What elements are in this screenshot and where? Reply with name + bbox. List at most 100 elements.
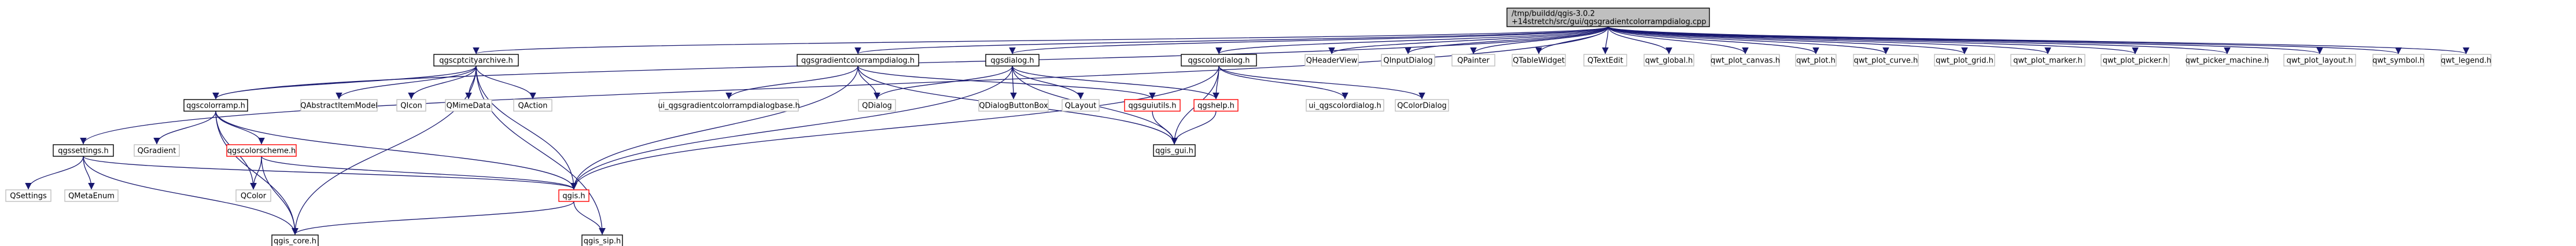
node-label-QIcon: QIcon (400, 102, 422, 111)
edge-root-to-qgssettings (80, 26, 1609, 145)
node-label-qwt_plot_grid: qwt_plot_grid.h (1936, 57, 1993, 65)
edge-qgscolordialog-to-QColorDialog (1218, 65, 1425, 100)
node-qwt_plot_curve[interactable]: qwt_plot_curve.h (1853, 54, 1919, 67)
node-label-QGradient: QGradient (138, 147, 176, 156)
edge-qgscptcityarchive-to-QIcon (408, 65, 477, 100)
node-QColor[interactable]: QColor (235, 189, 271, 202)
node-label-QDialog: QDialog (862, 102, 892, 111)
node-qgis[interactable]: qgis.h (558, 189, 589, 202)
node-box-QDialog (858, 99, 896, 112)
node-box-qgshelp (1193, 99, 1239, 112)
node-box-qgscolordialog (1181, 54, 1257, 67)
node-QMetaEnum[interactable]: QMetaEnum (64, 189, 119, 202)
node-QColorDialog[interactable]: QColorDialog (1395, 99, 1449, 112)
edge-qgscptcityarchive-to-QAbstractItemModel (336, 65, 477, 100)
root-file-path-line-1: /tmp/buildd/qgis-3.0.2 (1512, 10, 1595, 19)
node-qgsgradientcolorrampdialog[interactable]: qgsgradientcolorrampdialog.h (797, 54, 919, 67)
node-label-QAbstractItemModel: QAbstractItemModel (300, 102, 377, 111)
node-qwt_plot_canvas[interactable]: qwt_plot_canvas.h (1711, 54, 1780, 67)
node-QMimeData[interactable]: QMimeData (445, 99, 492, 112)
edge-root-to-qgsgradientcolorrampdialog (854, 26, 1609, 54)
edge-qgis-to-qgis_sip (573, 201, 606, 235)
node-qgsdialog[interactable]: qgsdialog.h (985, 54, 1040, 67)
node-label-QDialogButtonBox: QDialogButtonBox (979, 102, 1048, 111)
node-ui_qgsgradientcolorrampdialogbase[interactable]: ui_qgsgradientcolorrampdialogbase.h (658, 99, 800, 112)
node-label-qwt_plot_curve: qwt_plot_curve.h (1854, 57, 1918, 65)
node-qwt_global[interactable]: qwt_global.h (1643, 54, 1694, 67)
node-qgssettings[interactable]: qgssettings.h (53, 144, 114, 157)
node-QLayout[interactable]: QLayout (1062, 99, 1100, 112)
node-QTableWidget[interactable]: QTableWidget (1512, 54, 1566, 67)
node-box-QMetaEnum (64, 189, 119, 202)
node-label-QLayout: QLayout (1065, 102, 1096, 111)
node-box-QTableWidget (1512, 54, 1566, 67)
node-qwt_plot[interactable]: qwt_plot.h (1795, 54, 1837, 67)
node-QDialogButtonBox[interactable]: QDialogButtonBox (978, 99, 1049, 112)
node-label-ui_qgscolordialog: ui_qgscolordialog.h (1309, 102, 1381, 111)
node-QHeaderView[interactable]: QHeaderView (1304, 54, 1359, 67)
node-label-qwt_plot_layout: qwt_plot_layout.h (2287, 57, 2353, 65)
node-box-qgis (558, 189, 589, 202)
node-qgshelp[interactable]: qgshelp.h (1193, 99, 1239, 112)
node-box-qgsguiutils (1124, 99, 1181, 112)
node-label-QTextEdit: QTextEdit (1587, 57, 1623, 65)
node-label-QInputDialog: QInputDialog (1383, 57, 1432, 65)
edge-qgssettings-to-QMetaEnum (83, 156, 95, 190)
node-label-QColorDialog: QColorDialog (1397, 102, 1447, 111)
edge-qgshelp-to-qgis_gui (1171, 111, 1217, 145)
edge-qgsgradientcolorrampdialog-to-qgsguiutils (857, 65, 1156, 100)
node-qgsguiutils[interactable]: qgsguiutils.h (1124, 99, 1181, 112)
node-box-qgscolorscheme (226, 144, 297, 157)
node-QDialog[interactable]: QDialog (858, 99, 896, 112)
node-label-QTableWidget: QTableWidget (1513, 57, 1565, 65)
node-qwt_legend[interactable]: qwt_legend.h (2441, 54, 2492, 67)
node-qgscolorramp[interactable]: qgscolorramp.h (183, 99, 248, 112)
edge-qgscolordialog-to-qgis (570, 65, 1219, 190)
node-QIcon[interactable]: QIcon (396, 99, 426, 112)
node-label-qgshelp: qgshelp.h (1197, 102, 1234, 111)
node-qgis_core[interactable]: qgis_core.h (271, 234, 319, 246)
node-ui_qgscolordialog[interactable]: ui_qgscolordialog.h (1306, 99, 1384, 112)
node-box-QLayout (1062, 99, 1100, 112)
node-box-QHeaderView (1304, 54, 1359, 67)
node-qgis_sip[interactable]: qgis_sip.h (581, 234, 623, 246)
node-box-QColor (235, 189, 271, 202)
node-QAbstractItemModel[interactable]: QAbstractItemModel (300, 99, 378, 112)
node-box-qwt_plot_canvas (1711, 54, 1780, 67)
node-qwt_plot_marker[interactable]: qwt_plot_marker.h (2010, 54, 2085, 67)
edge-root-to-qgsdialog (1009, 26, 1609, 54)
node-label-QAction: QAction (518, 102, 548, 111)
node-label-qwt_symbol: qwt_symbol.h (2372, 57, 2424, 65)
node-qgis_gui[interactable]: qgis_gui.h (1153, 144, 1196, 157)
node-box-qwt_plot_grid (1934, 54, 1995, 67)
node-qwt_plot_picker[interactable]: qwt_plot_picker.h (2100, 54, 2170, 67)
node-box-QMimeData (445, 99, 492, 112)
node-box-QAction (513, 99, 552, 112)
node-QTextEdit[interactable]: QTextEdit (1583, 54, 1627, 67)
edge-qgscolordialog-to-ui_qgscolordialog (1218, 65, 1348, 100)
node-qwt_plot_grid[interactable]: qwt_plot_grid.h (1934, 54, 1995, 67)
edge-qgssettings-to-qgis_core (83, 156, 298, 235)
node-qwt_symbol[interactable]: qwt_symbol.h (2372, 54, 2424, 67)
node-label-qwt_legend: qwt_legend.h (2441, 57, 2491, 65)
node-QPainter[interactable]: QPainter (1451, 54, 1495, 67)
node-QGradient[interactable]: QGradient (134, 144, 180, 157)
edge-qgis-to-qgis_core (292, 201, 574, 235)
edge-root-to-qwt_plot_canvas (1608, 26, 1749, 54)
node-box-qwt_plot_curve (1853, 54, 1919, 67)
node-QAction[interactable]: QAction (513, 99, 552, 112)
node-qgscolordialog[interactable]: qgscolordialog.h (1181, 54, 1257, 67)
node-label-qgis_gui: qgis_gui.h (1155, 147, 1193, 156)
node-box-qwt_plot_picker (2100, 54, 2170, 67)
edge-root-to-qwt_plot_grid (1608, 26, 1968, 54)
node-qwt_picker_machine[interactable]: qwt_picker_machine.h (2186, 54, 2269, 67)
edge-qgsdialog-to-qgshelp (1012, 65, 1219, 100)
node-qgscolorscheme[interactable]: qgscolorscheme.h (226, 144, 297, 157)
node-QInputDialog[interactable]: QInputDialog (1381, 54, 1435, 67)
node-qgscptcityarchive[interactable]: qgscptcityarchive.h (433, 54, 519, 67)
node-QSettings[interactable]: QSettings (5, 189, 51, 202)
node-label-qgssettings: qgssettings.h (58, 147, 109, 156)
node-label-qwt_plot_picker: qwt_plot_picker.h (2103, 57, 2168, 65)
node-qwt_plot_layout[interactable]: qwt_plot_layout.h (2283, 54, 2356, 67)
node-box-qwt_plot_layout (2283, 54, 2356, 67)
